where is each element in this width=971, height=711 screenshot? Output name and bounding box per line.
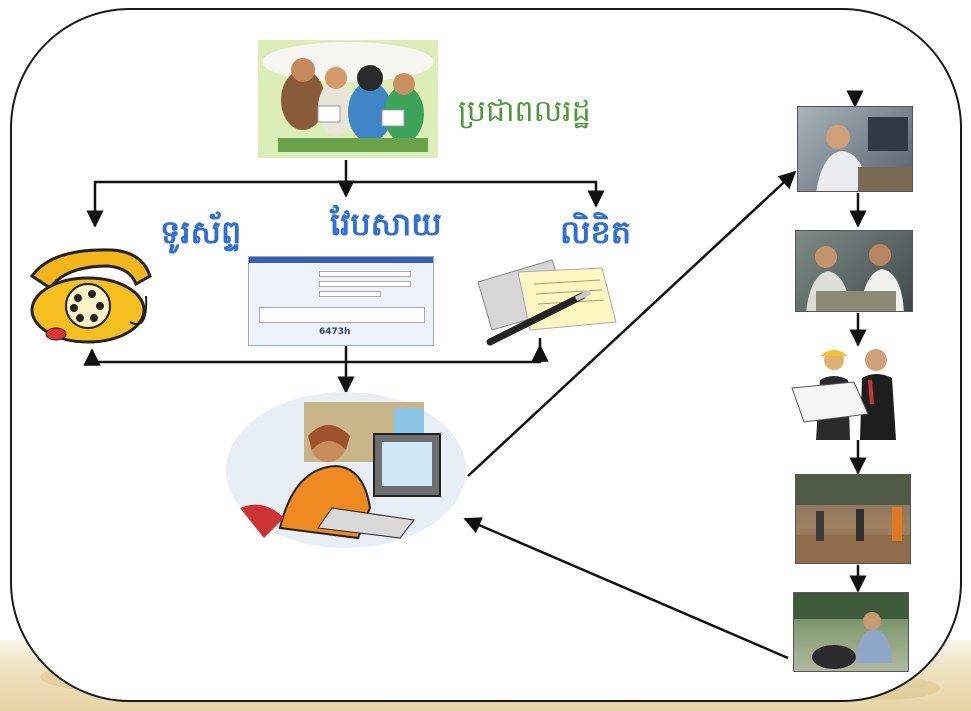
- phone-illustration: [12, 236, 160, 346]
- captcha-text: 6473h: [319, 327, 351, 337]
- phone-label: ទូរស័ព្ទ: [160, 213, 242, 251]
- arrow-to-phone: [86, 180, 346, 228]
- engineers-blueprint-icon: [791, 349, 896, 440]
- form-field: [319, 291, 381, 297]
- form-textarea: [259, 307, 425, 323]
- letter-illustration: [472, 252, 622, 348]
- form-field: [319, 271, 411, 277]
- people-group-icon: [262, 42, 434, 152]
- letter-label: លិខិត: [560, 213, 632, 251]
- computer-operator-icon: [226, 392, 466, 548]
- operator-illustration: [224, 388, 468, 550]
- office-worker-icon: [816, 117, 912, 191]
- arrow-to-process: [467, 170, 797, 477]
- telephone-icon: [29, 248, 152, 344]
- form-header-bar: [249, 257, 433, 263]
- arrow-to-letter: [346, 180, 605, 208]
- arrow-feedback: [463, 517, 789, 660]
- website-label: វែបសាយ: [330, 205, 442, 243]
- process-step-5-photo: [793, 592, 909, 672]
- process-step-1-photo: [797, 106, 913, 192]
- process-step-3-illustration: [784, 344, 916, 440]
- citizens-illustration: [258, 40, 438, 158]
- web-form-screenshot: 6473h: [248, 256, 434, 346]
- street-site-icon: [796, 475, 910, 563]
- motorbike-person-icon: [794, 593, 908, 669]
- letter-pen-icon: [477, 259, 617, 346]
- process-step-2-photo: [795, 230, 913, 312]
- process-step-4-photo: [795, 474, 911, 564]
- desk-meeting-icon: [806, 244, 904, 311]
- form-field: [319, 281, 411, 287]
- citizens-label: ប្រជាពលរដ្ឋ: [458, 94, 591, 129]
